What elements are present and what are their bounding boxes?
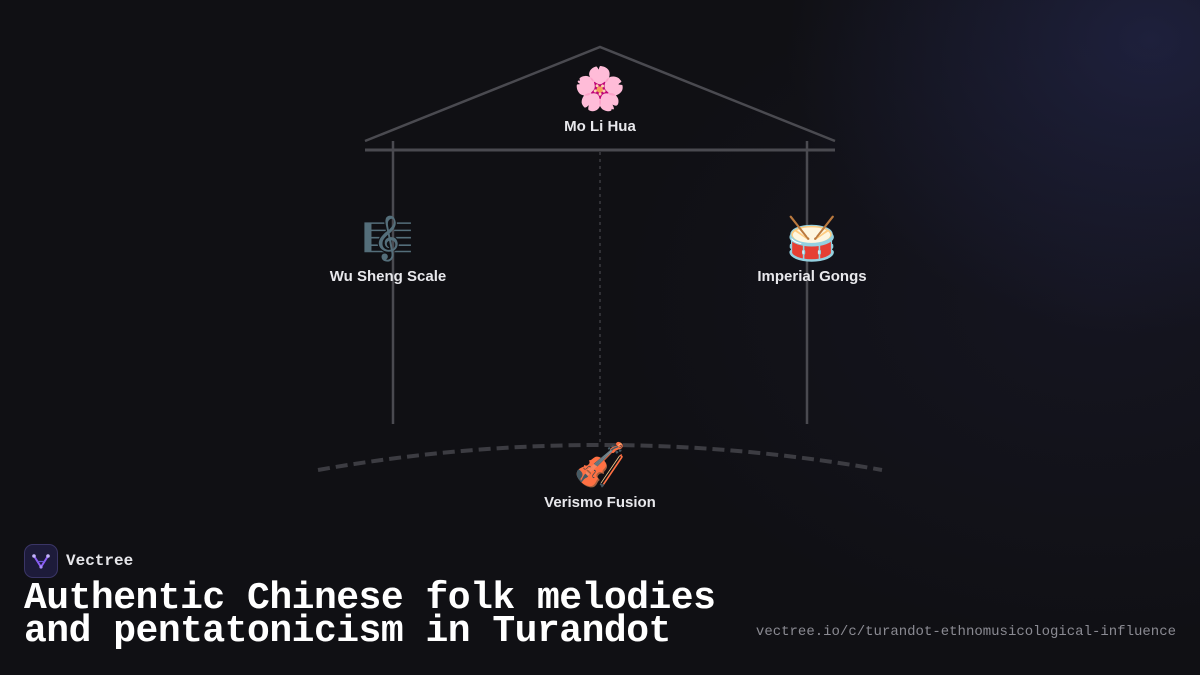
- headline: Authentic Chinese folk melodies and pent…: [24, 580, 716, 651]
- node-right-pillar-label: Imperial Gongs: [757, 268, 867, 285]
- headline-line-2: and pentatonicism in Turandot: [24, 610, 671, 653]
- drum-icon: 🥁: [785, 214, 839, 263]
- node-foundation: 🎻 Verismo Fusion: [500, 440, 700, 511]
- cherry-blossom-icon: 🌸: [573, 64, 627, 113]
- brand: Vectree: [24, 544, 133, 578]
- node-right-pillar: 🥁 Imperial Gongs: [712, 214, 912, 285]
- source-url: vectree.io/c/turandot-ethnomusicological…: [755, 624, 1176, 640]
- headline-line-1: Authentic Chinese folk melodies: [24, 577, 716, 620]
- vectree-logo-icon: [24, 544, 58, 578]
- node-roof: 🌸 Mo Li Hua: [500, 64, 700, 135]
- violin-icon: 🎻: [573, 440, 627, 489]
- node-left-pillar-label: Wu Sheng Scale: [329, 268, 447, 285]
- node-left-pillar: 🎼 Wu Sheng Scale: [288, 214, 488, 285]
- node-roof-label: Mo Li Hua: [564, 118, 636, 135]
- brand-name: Vectree: [66, 552, 134, 570]
- foundation-arc: [317, 443, 883, 472]
- musical-score-icon: 🎼: [361, 214, 415, 263]
- roof-outline: [364, 45, 836, 143]
- node-foundation-label: Verismo Fusion: [544, 494, 656, 511]
